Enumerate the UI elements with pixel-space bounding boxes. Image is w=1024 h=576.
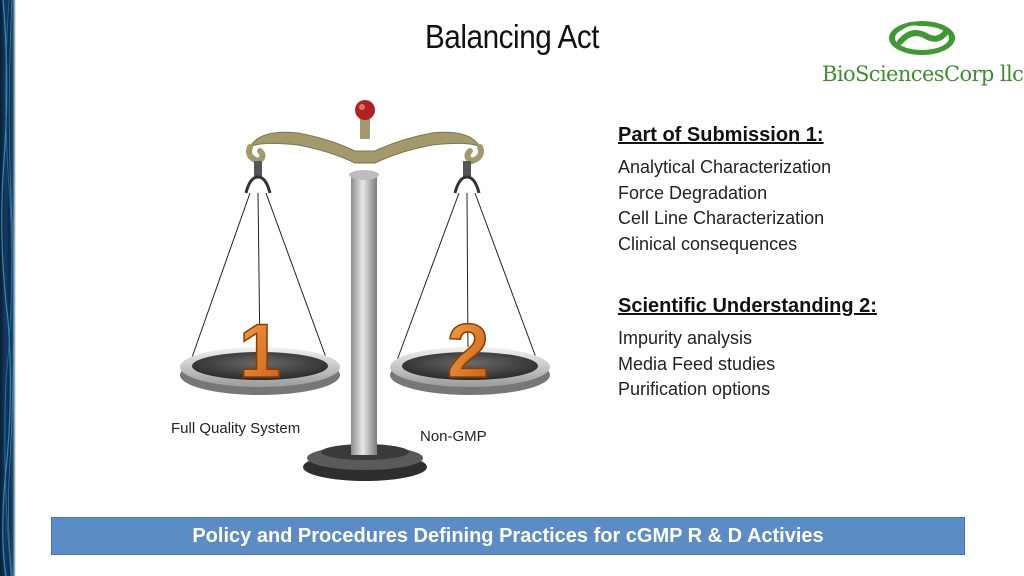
left-pan: [180, 347, 340, 395]
bottom-banner: Policy and Procedures Defining Practices…: [51, 517, 965, 555]
left-decorative-strip: [0, 0, 16, 576]
list-item: Force Degradation: [618, 182, 768, 203]
list-item: Impurity analysis: [618, 328, 753, 348]
right-pan-caption: Non-GMP: [420, 428, 487, 445]
balance-scale-graphic: 1 2: [180, 100, 550, 481]
understanding-section: Scientific Understanding 2: Impurity ana…: [618, 295, 877, 403]
left-pan-number: 1: [239, 309, 281, 394]
right-pan-number: 2: [447, 309, 489, 394]
left-pan-caption: Full Quality System: [171, 420, 301, 437]
submission-heading: Part of Submission 1:: [618, 124, 824, 146]
slide-title: Balancing Act: [424, 18, 600, 55]
list-item: Clinical consequences: [618, 233, 798, 254]
biosciences-logo-icon: [889, 21, 955, 55]
list-item: Media Feed studies: [618, 353, 776, 374]
submission-section: Part of Submission 1: Analytical Charact…: [618, 124, 831, 257]
list-item: Purification options: [618, 379, 771, 399]
logo-text: BioSciencesCorp llc: [822, 62, 1024, 86]
right-pan: [390, 347, 550, 395]
list-item: Cell Line Characterization: [618, 208, 825, 228]
scale-pole: [351, 173, 377, 455]
list-item: Analytical Characterization: [618, 157, 832, 177]
understanding-heading: Scientific Understanding 2:: [618, 295, 877, 317]
scale-knob: [355, 100, 375, 120]
